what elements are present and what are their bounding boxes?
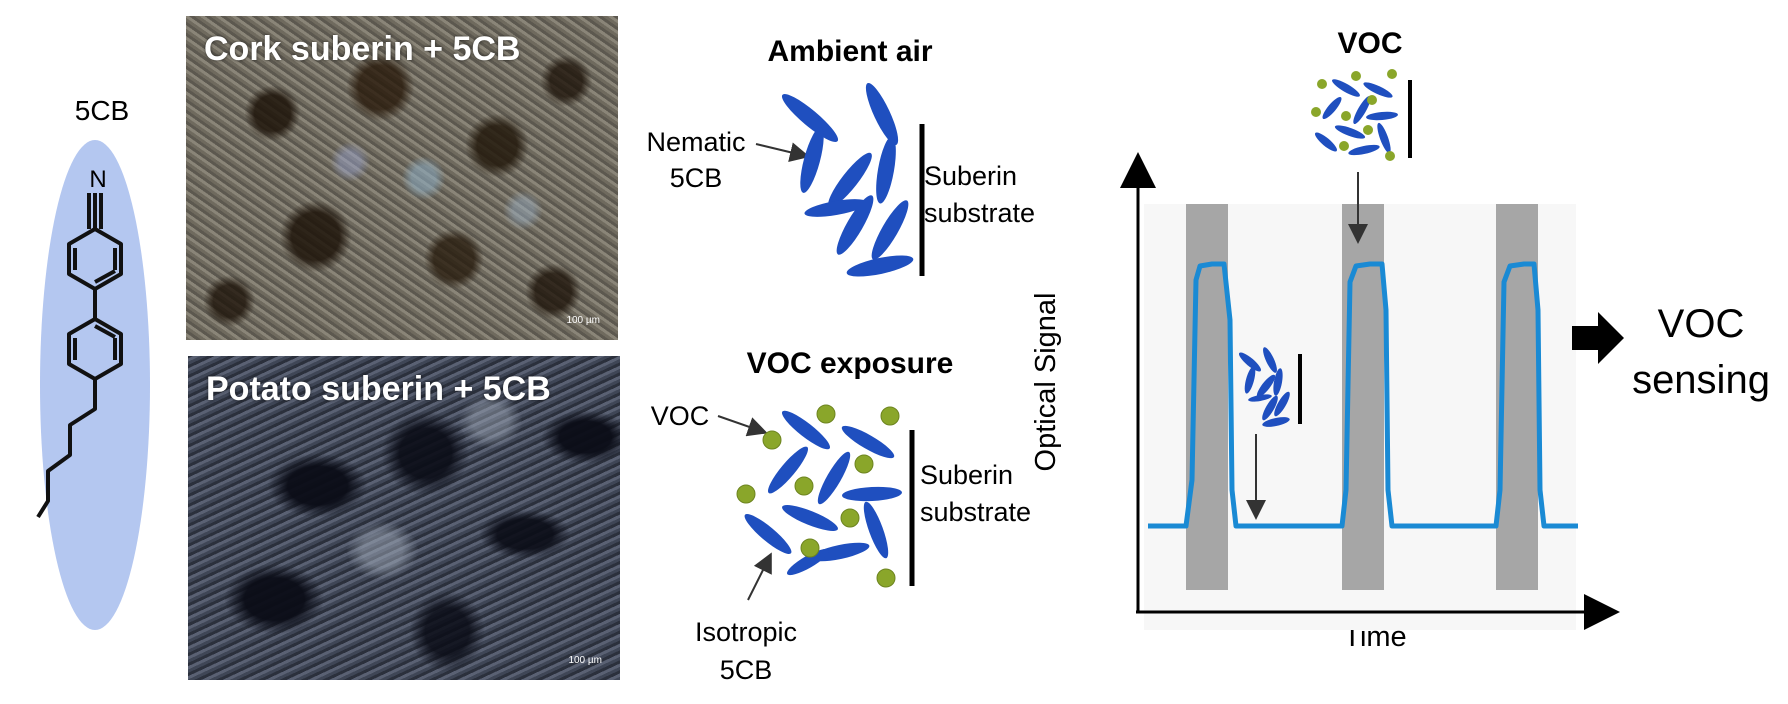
y-axis-label-text: Optical Signal [1030, 292, 1062, 472]
result-arrow-icon [1572, 312, 1624, 364]
ambient-air-title: Ambient air [767, 35, 933, 68]
optical-signal-trace [1148, 261, 1578, 529]
result-label-line2: sensing [1632, 358, 1770, 402]
isotropic-schematic [717, 404, 915, 601]
potato-suberin-micrograph: Potato suberin + 5CB 100 µm [188, 356, 620, 680]
nematic-label-line2: 5CB [669, 163, 723, 193]
isotropic-pointer-arrow [747, 552, 772, 601]
voc-substrate-label-line1: Suberin [920, 460, 1014, 490]
plot-air-cluster [1238, 347, 1302, 520]
nitrile-atom-label: N [89, 166, 106, 193]
voc-exposure-title: VOC exposure [746, 347, 954, 380]
plot-voc-label: VOC [1337, 27, 1403, 60]
y-axis-label: Optical Signal [1030, 252, 1070, 512]
molecule-label: 5CB [74, 95, 130, 126]
isotropic-label-line1: Isotropic [694, 617, 798, 647]
nematic-label-line1: Nematic [646, 127, 746, 157]
isotropic-rod-group [744, 410, 902, 576]
potato-scale-bar: 100 µm [568, 655, 602, 666]
result-label-line1: VOC [1657, 302, 1745, 346]
air-substrate-label-line1: Suberin [924, 161, 1018, 191]
voc-molecule-group [736, 404, 900, 588]
nematic-pointer-arrow [755, 142, 810, 162]
voc-pointer-label: VOC [650, 401, 710, 431]
cork-suberin-micrograph: Cork suberin + 5CB 100 µm [186, 16, 618, 340]
voc-pointer-arrow [717, 415, 768, 437]
potato-micrograph-title: Potato suberin + 5CB [206, 370, 551, 408]
nematic-schematic [755, 83, 925, 277]
optical-signal-plot [1120, 69, 1620, 630]
cork-scale-bar: 100 µm [566, 315, 600, 326]
air-substrate-label-line2: substrate [924, 198, 1036, 228]
5cb-molecule-structure: N [36, 140, 150, 630]
plot-voc-cluster [1311, 69, 1412, 244]
nematic-rod-group [781, 83, 914, 277]
isotropic-label-line2: 5CB [719, 655, 773, 685]
voc-substrate-label-line2: substrate [920, 497, 1032, 527]
cork-micrograph-title: Cork suberin + 5CB [204, 30, 521, 68]
